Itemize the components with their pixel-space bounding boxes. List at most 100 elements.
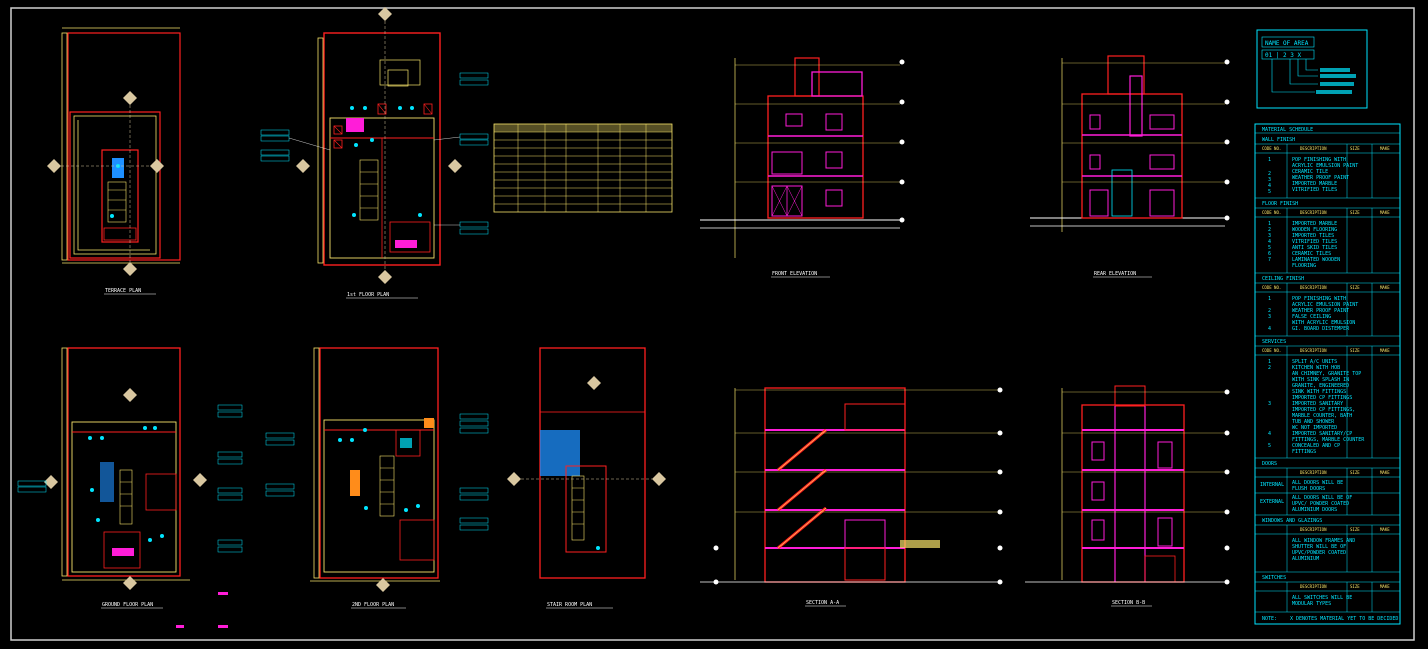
schedule-heading: SWITCHES [1262,575,1286,581]
svg-text:ALL DOORS WILL BE: ALL DOORS WILL BE [1292,480,1343,486]
view-title: SECTION B-B [1112,600,1145,606]
svg-text:3: 3 [1268,314,1271,320]
svg-text:CODE NO.: CODE NO. [1262,146,1281,151]
svg-text:SIZE: SIZE [1350,146,1360,151]
svg-text:CODE NO.: CODE NO. [1262,285,1281,290]
material-schedule: MATERIAL SCHEDULE WALL FINISH CODE NO. D… [1254,123,1401,625]
view-title: TERRACE PLAN [105,288,141,294]
svg-text:POP FINISHING WITH: POP FINISHING WITH [1292,296,1346,302]
svg-text:ALL DOORS WILL BE OF: ALL DOORS WILL BE OF [1292,495,1352,501]
svg-text:SPLIT A/C UNITS: SPLIT A/C UNITS [1292,359,1337,365]
svg-text:ALUMINIUM: ALUMINIUM [1292,556,1319,562]
svg-text:DESCRIPTION: DESCRIPTION [1300,584,1327,589]
view-title: 2ND FLOOR PLAN [352,602,394,608]
svg-text:5: 5 [1268,245,1271,251]
svg-text:FITTINGS: FITTINGS [1292,449,1316,455]
svg-text:SIZE: SIZE [1350,584,1360,589]
svg-text:IMPORTED TILES: IMPORTED TILES [1292,233,1334,239]
terrace-plan: TERRACE PLAN [47,27,181,295]
svg-text:WEATHER PROOF PAINT: WEATHER PROOF PAINT [1292,175,1349,181]
svg-text:4: 4 [1268,431,1271,437]
svg-text:CONCEALED AND CP: CONCEALED AND CP [1292,443,1340,449]
svg-text:IMPORTED SANITARY: IMPORTED SANITARY [1292,401,1343,407]
svg-text:UPVC/ POWDER COATED: UPVC/ POWDER COATED [1292,501,1349,507]
svg-text:ALL SWITCHES WILL BE: ALL SWITCHES WILL BE [1292,595,1352,601]
svg-text:IMPORTED MARBLE: IMPORTED MARBLE [1292,181,1337,187]
front-elevation: FRONT ELEVATION [700,57,905,278]
svg-text:FITTINGS, MARBLE COUNTER: FITTINGS, MARBLE COUNTER [1292,437,1365,443]
svg-text:SIZE: SIZE [1350,527,1360,532]
svg-text:3: 3 [1268,233,1271,239]
svg-text:5: 5 [1268,443,1271,449]
svg-text:DESCRIPTION: DESCRIPTION [1300,146,1327,151]
area-table [493,123,673,213]
svg-text:AN CHIMNEY, GRANITE TOP: AN CHIMNEY, GRANITE TOP [1292,371,1361,377]
svg-text:4: 4 [1268,183,1271,189]
svg-text:4: 4 [1268,239,1271,245]
view-title: SECTION A-A [806,600,839,606]
second-floor-plan: 2ND FLOOR PLAN [265,347,489,609]
svg-text:POP FINISHING WITH: POP FINISHING WITH [1292,157,1346,163]
svg-text:WOODEN FLOORING: WOODEN FLOORING [1292,227,1337,233]
svg-text:DESCRIPTION: DESCRIPTION [1300,348,1327,353]
sheet-border [10,7,1415,641]
svg-text:MAKE: MAKE [1380,584,1390,589]
svg-text:UPVC/POWDER COATED: UPVC/POWDER COATED [1292,550,1346,556]
schedule-heading: DOORS [1262,461,1277,467]
schedule-heading: WALL FINISH [1262,137,1295,143]
svg-text:FLUSH DOORS: FLUSH DOORS [1292,486,1325,492]
svg-text:SINK WITH FITTINGS: SINK WITH FITTINGS [1292,389,1346,395]
svg-text:SIZE: SIZE [1350,285,1360,290]
svg-text:IMPORTED SANITARY/CP: IMPORTED SANITARY/CP [1292,431,1352,437]
svg-text:TUB AND SHOWER: TUB AND SHOWER [1292,419,1335,425]
svg-text:2: 2 [1268,308,1271,314]
svg-text:VITRIFIED TILES: VITRIFIED TILES [1292,239,1337,245]
schedule-note-label: NOTE: [1262,616,1277,622]
svg-text:EXTERNAL: EXTERNAL [1260,499,1284,505]
legend-title: NAME OF AREA [1265,40,1309,47]
svg-text:3: 3 [1268,401,1271,407]
svg-text:IMPORTED CP FITTINGS,: IMPORTED CP FITTINGS, [1292,407,1355,413]
svg-text:GI. BOARD DISTEMPER: GI. BOARD DISTEMPER [1292,326,1350,332]
svg-text:ACRYLIC EMULSION PAINT: ACRYLIC EMULSION PAINT [1292,302,1358,308]
svg-text:1: 1 [1268,296,1271,302]
svg-text:SHUTTER WILL BE OF: SHUTTER WILL BE OF [1292,544,1346,550]
svg-text:SIZE: SIZE [1350,210,1360,215]
svg-text:MAKE: MAKE [1380,527,1390,532]
area-legend: NAME OF AREA 01 | 2 3 X [1256,29,1368,109]
svg-text:MARBLE COUNTER, BATH: MARBLE COUNTER, BATH [1292,413,1352,419]
svg-text:ALL WINDOW FRAMES AND: ALL WINDOW FRAMES AND [1292,538,1355,544]
svg-text:5: 5 [1268,189,1271,195]
schedule-heading: CEILING FINISH [1262,276,1304,282]
ground-floor-plan: GROUND FLOOR PLAN [17,347,243,628]
svg-text:ANTI SKID TILES: ANTI SKID TILES [1292,245,1337,251]
first-floor-plan: 1st FLOOR PLAN [260,7,489,299]
schedule-heading: WINDOWS AND GLAZINGS [1262,518,1322,524]
svg-text:WEATHER PROOF PAINT: WEATHER PROOF PAINT [1292,308,1349,314]
view-title: 1st FLOOR PLAN [347,292,389,298]
svg-text:1: 1 [1268,157,1271,163]
svg-text:WITH SINK SPLASH IN: WITH SINK SPLASH IN [1292,377,1349,383]
svg-text:MAKE: MAKE [1380,146,1390,151]
section-a-a: SECTION A-A [700,387,1003,607]
svg-text:6: 6 [1268,251,1271,257]
rear-elevation: REAR ELEVATION [1030,55,1230,278]
svg-text:DESCRIPTION: DESCRIPTION [1300,470,1327,475]
svg-text:LAMINATED WOODEN: LAMINATED WOODEN [1292,257,1340,263]
svg-text:1: 1 [1268,221,1271,227]
svg-text:DESCRIPTION: DESCRIPTION [1300,210,1327,215]
schedule-title: MATERIAL SCHEDULE [1262,127,1313,133]
svg-text:ALUMINIUM DOORS: ALUMINIUM DOORS [1292,507,1337,513]
svg-text:MAKE: MAKE [1380,348,1390,353]
svg-text:GRANITE, ENGINEERED: GRANITE, ENGINEERED [1292,383,1349,389]
svg-text:4: 4 [1268,326,1271,332]
svg-text:FALSE CEILING: FALSE CEILING [1292,314,1331,320]
svg-text:WITH ACRYLIC EMULSION: WITH ACRYLIC EMULSION [1292,320,1355,326]
svg-text:CERAMIC TILE: CERAMIC TILE [1292,169,1328,175]
svg-text:CODE NO.: CODE NO. [1262,348,1281,353]
svg-text:SIZE: SIZE [1350,470,1360,475]
svg-text:DESCRIPTION: DESCRIPTION [1300,285,1327,290]
svg-text:3: 3 [1268,177,1271,183]
